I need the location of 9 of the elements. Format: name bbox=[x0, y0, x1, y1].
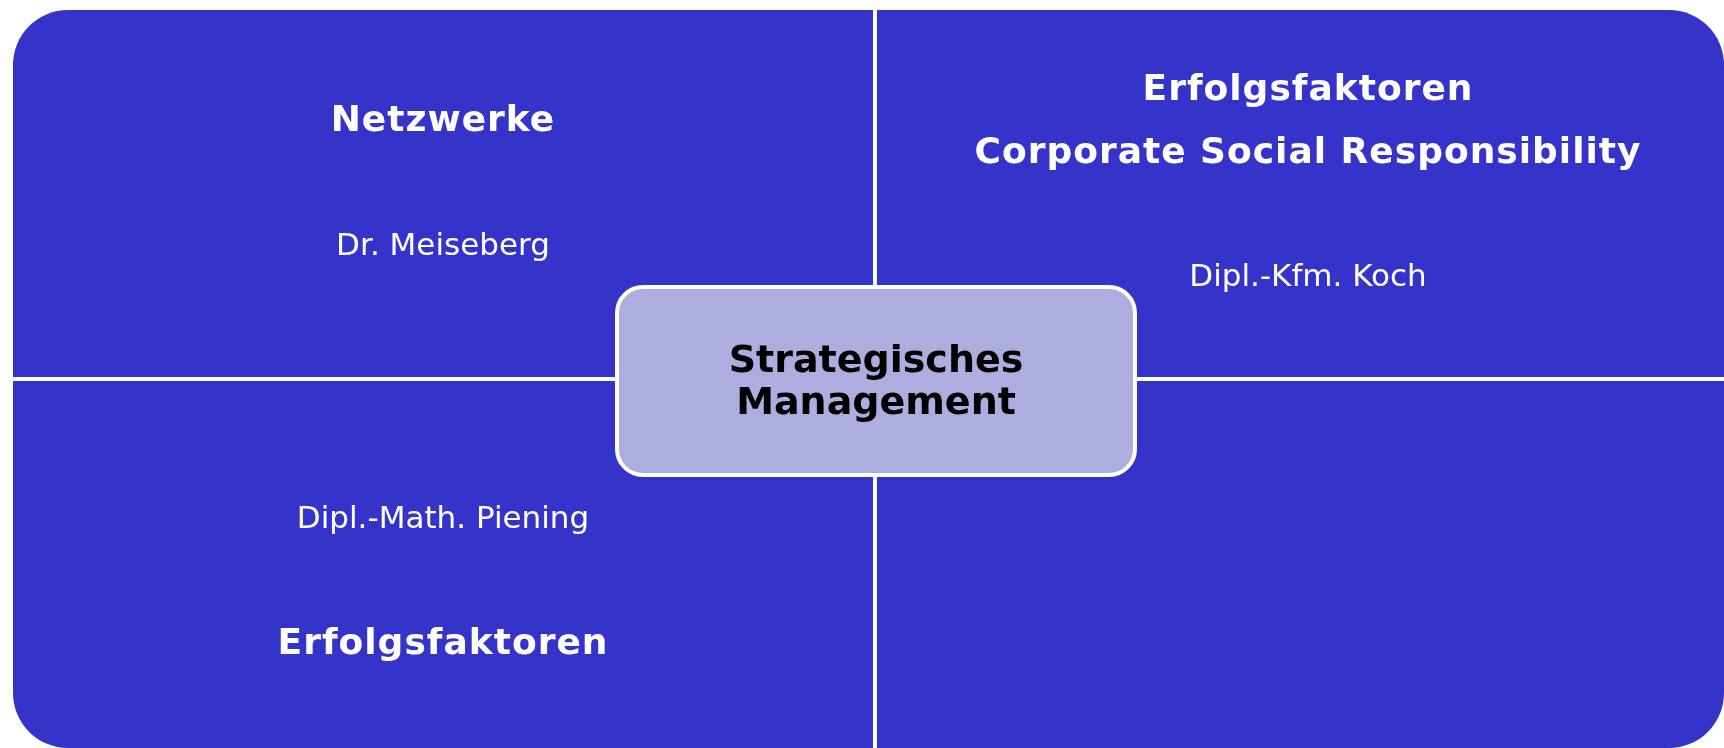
heading: Corporate Social Responsibility bbox=[974, 129, 1642, 171]
heading: Erfolgsfaktoren bbox=[277, 620, 609, 662]
name-label: Dipl.-Kfm. Koch bbox=[1189, 257, 1427, 293]
name-label: Dr. Meiseberg bbox=[336, 226, 550, 262]
center-box bbox=[615, 285, 1137, 477]
name-label: Dipl.-Math. Piening bbox=[296, 499, 590, 535]
heading: Netzwerke bbox=[330, 97, 556, 139]
center-title: Strategisches Management bbox=[727, 339, 1025, 423]
heading: Erfolgsfaktoren bbox=[1142, 66, 1474, 108]
